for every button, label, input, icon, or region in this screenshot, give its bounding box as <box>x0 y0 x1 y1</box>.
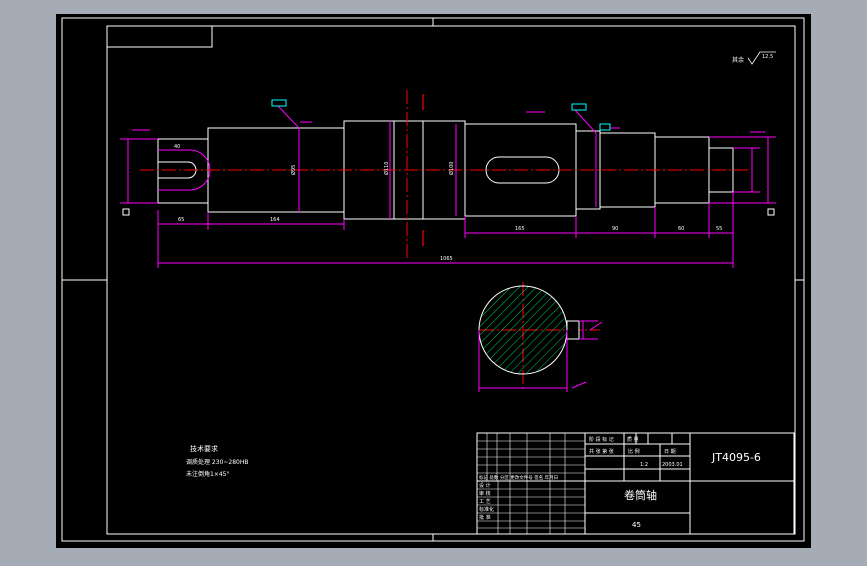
tb-part-name: 卷筒轴 <box>624 488 657 502</box>
tb-revision-row: 标记 处数 分区 更改文件号 签名 年月日 <box>479 474 558 481</box>
dimension-texts: 40 Ø95 Ø110 Ø100 65 164 165 90 60 55 106… <box>174 144 722 262</box>
tb-weight-header: 质 量 <box>627 436 639 443</box>
tb-scale-header: 比 例 <box>628 448 640 455</box>
tb-row-standard: 标准化 <box>479 506 494 513</box>
dim-l4: 90 <box>612 226 618 232</box>
tech-req-line1: 调质处理 230~280HB <box>186 458 248 466</box>
tb-material: 45 <box>632 521 641 529</box>
dim-d4: Ø100 <box>448 162 455 175</box>
roughness-note: 其余 12.5 <box>732 51 776 65</box>
dim-d1: 40 <box>174 144 180 150</box>
tb-stage-header: 阶 段 标 记 <box>589 436 614 443</box>
roughness-label: 其余 <box>732 56 744 64</box>
tb-row-check: 审 核 <box>479 490 491 497</box>
datum-markers <box>122 99 775 216</box>
tb-date: 2003.01 <box>662 462 683 468</box>
roughness-symbol-icon <box>747 51 776 65</box>
roughness-value: 12.5 <box>762 54 773 60</box>
dimension-lines <box>120 105 776 268</box>
section-keyway <box>566 320 580 340</box>
tb-row-process: 工 艺 <box>479 499 491 505</box>
tb-row-approve: 批 准 <box>479 514 491 521</box>
dim-total: 1065 <box>440 256 453 262</box>
dim-l5: 60 <box>678 226 684 232</box>
tb-scale: 1:2 <box>640 462 648 468</box>
tb-row-design: 设 计 <box>479 482 491 489</box>
drawing-sheet <box>56 14 811 548</box>
technical-requirements: 技术要求 调质处理 230~280HB 未注倒角1×45° <box>186 444 248 478</box>
tech-req-title: 技术要求 <box>190 444 218 453</box>
dim-l2: 164 <box>270 217 280 223</box>
dim-l3: 165 <box>515 226 525 232</box>
section-hatch <box>479 286 567 374</box>
tb-date-header: 日 期 <box>664 449 676 455</box>
section-dims <box>478 320 603 392</box>
tb-drawing-number: JT4095-6 <box>711 451 761 464</box>
dim-d3: Ø110 <box>383 162 390 175</box>
dim-l6: 55 <box>716 226 722 232</box>
tb-sheet-header: 共 张 第 张 <box>589 448 614 455</box>
dim-l1: 65 <box>178 217 184 223</box>
title-block: 阶 段 标 记 质 量 共 张 第 张 比 例 日 期 1:2 2003.01 … <box>476 432 795 535</box>
cross-section-view <box>478 285 603 392</box>
tech-req-line2: 未注倒角1×45° <box>186 470 229 478</box>
dim-d2: Ø95 <box>290 165 297 175</box>
corner-box <box>106 25 213 48</box>
